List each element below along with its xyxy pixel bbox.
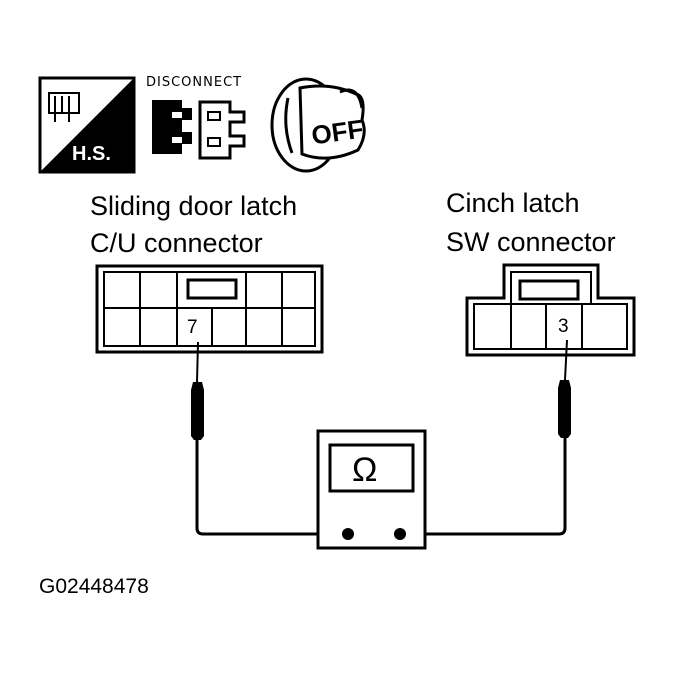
right-connector-label-line1: Cinch latch <box>446 188 580 218</box>
left-test-probe <box>191 341 204 528</box>
left-connector-body: 7 <box>95 264 324 354</box>
left-test-lead <box>195 527 348 536</box>
ohm-symbol: Ω <box>352 451 377 489</box>
right-connector-body: 3 <box>465 263 636 357</box>
harness-label: H.S. <box>72 143 111 165</box>
disconnect-label: DISCONNECT <box>146 75 242 90</box>
figure-id: G02448478 <box>39 575 149 598</box>
right-connector-label-line2: SW connector <box>446 227 616 257</box>
key-off-label: OFF <box>310 114 366 151</box>
left-connector-pin-number: 7 <box>187 317 198 338</box>
ohmmeter: Ω <box>316 429 427 550</box>
harness-connector-icon: H.S. <box>38 76 136 174</box>
right-test-lead <box>401 527 567 536</box>
disconnect-icon: DISCONNECT <box>146 75 246 160</box>
left-connector-label-line2: C/U connector <box>90 228 263 258</box>
ignition-key-off-icon: OFF <box>270 77 366 173</box>
meter-terminal-negative <box>342 528 354 540</box>
right-connector-pin-number: 3 <box>558 316 569 337</box>
right-test-probe <box>558 339 571 528</box>
left-connector-label-line1: Sliding door latch <box>90 191 297 221</box>
meter-terminal-positive <box>394 528 406 540</box>
